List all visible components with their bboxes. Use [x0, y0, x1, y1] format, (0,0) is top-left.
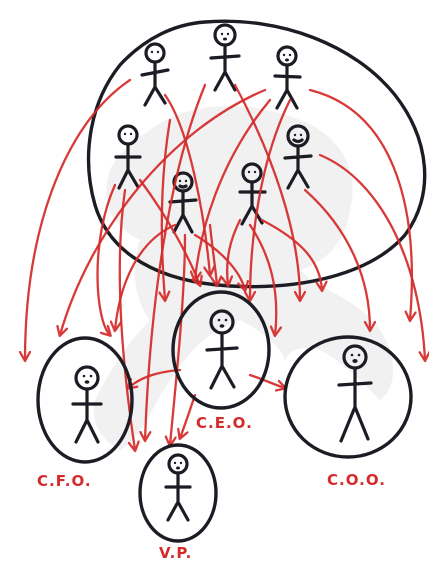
crowd-figure-2	[211, 25, 239, 90]
arrow	[250, 375, 285, 388]
vp-label: V.P.	[159, 544, 192, 562]
crowd-figure-1	[142, 44, 168, 105]
coo-figure	[339, 346, 371, 441]
crowd-figure-3	[275, 47, 300, 108]
cfo-figure	[73, 367, 101, 442]
coo-label: C.O.O.	[327, 471, 386, 489]
arrow	[180, 395, 195, 438]
cfo-label: C.F.O.	[37, 472, 92, 490]
vp-figure	[166, 455, 190, 520]
ceo-label: C.E.O.	[196, 414, 253, 432]
